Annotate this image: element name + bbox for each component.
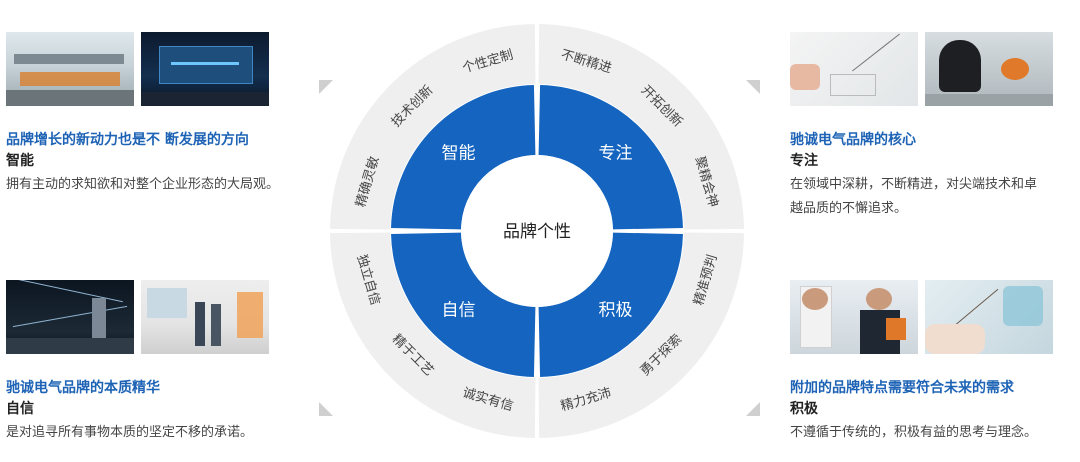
outer-ring-segment-active (538, 232, 744, 438)
center-circle (461, 155, 613, 307)
quadrant-smart (391, 85, 536, 230)
photo-row (790, 280, 1076, 354)
corner-decoration (746, 402, 760, 416)
quadrant-confident (391, 232, 536, 377)
panel-subtitle: 智能 (6, 153, 34, 169)
outer-ring (330, 24, 744, 438)
photo-row (6, 32, 306, 106)
quadrant-label-smart: 智能 (442, 144, 476, 164)
quadrant-label-confident: 自信 (442, 300, 476, 320)
panel-title: 驰诚电气品牌的本质精华 (6, 380, 160, 396)
photo-row (6, 280, 306, 354)
brand-personality-diagram: 智能专注积极自信 精确灵敏技术创新个性定制不断精进开拓创新聚精会神精准预判勇于探… (330, 24, 744, 438)
panel-subtitle: 专注 (790, 153, 818, 169)
quadrant-active (538, 232, 683, 377)
panel-title: 附加的品牌特点需要符合未来的需求 (790, 380, 1014, 396)
panel-description-line-1: 在领域中深耕，不断精进，对尖端技术和卓 (790, 177, 1038, 192)
panel-title: 驰诚电气品牌的核心 (790, 132, 916, 148)
photo-row (790, 32, 1074, 106)
panel-description: 拥有主动的求知欲和对整个企业形态的大局观。 (6, 177, 280, 192)
engineers-photo (790, 280, 918, 354)
panel-description: 不遵循于传统的，积极有益的思考与理念。 (790, 425, 1038, 440)
outer-ring-segment-confident (330, 232, 536, 438)
lab-network-photo (6, 280, 134, 354)
panel-top-left: 品牌增长的新动力也是不 断发展的方向 智能 拥有主动的求知欲和对整个企业形态的大… (6, 32, 306, 197)
corner-decoration (319, 80, 333, 94)
corner-decoration (746, 80, 760, 94)
designer-photo (925, 32, 1053, 106)
quadrant-focus (538, 85, 683, 230)
center-label: 品牌个性 (503, 222, 571, 242)
control-room-photo (141, 32, 269, 106)
quadrant-label-active: 积极 (598, 300, 632, 320)
sketching-photo (790, 32, 918, 106)
panel-description: 是对追寻所有事物本质的坚定不移的承诺。 (6, 425, 254, 440)
drafting-photo (925, 280, 1053, 354)
panel-bottom-right: 附加的品牌特点需要符合未来的需求 积极 不遵循于传统的，积极有益的思考与理念。 (790, 280, 1076, 445)
panel-bottom-left: 驰诚电气品牌的本质精华 自信 是对追寻所有事物本质的坚定不移的承诺。 (6, 280, 306, 445)
quadrant-label-focus: 专注 (598, 144, 632, 164)
outer-ring-segment-focus (538, 24, 744, 230)
factory-photo (6, 32, 134, 106)
corner-decoration (319, 402, 333, 416)
panel-title: 品牌增长的新动力也是不 断发展的方向 (6, 132, 249, 148)
panel-description-line-2: 越品质的不懈追求。 (790, 201, 908, 216)
panel-top-right: 驰诚电气品牌的核心 专注 在领域中深耕，不断精进，对尖端技术和卓 越品质的不懈追… (790, 32, 1074, 221)
panel-subtitle: 自信 (6, 401, 34, 417)
panel-subtitle: 积极 (790, 401, 818, 417)
outer-ring-segment-smart (330, 24, 536, 230)
showroom-photo (141, 280, 269, 354)
